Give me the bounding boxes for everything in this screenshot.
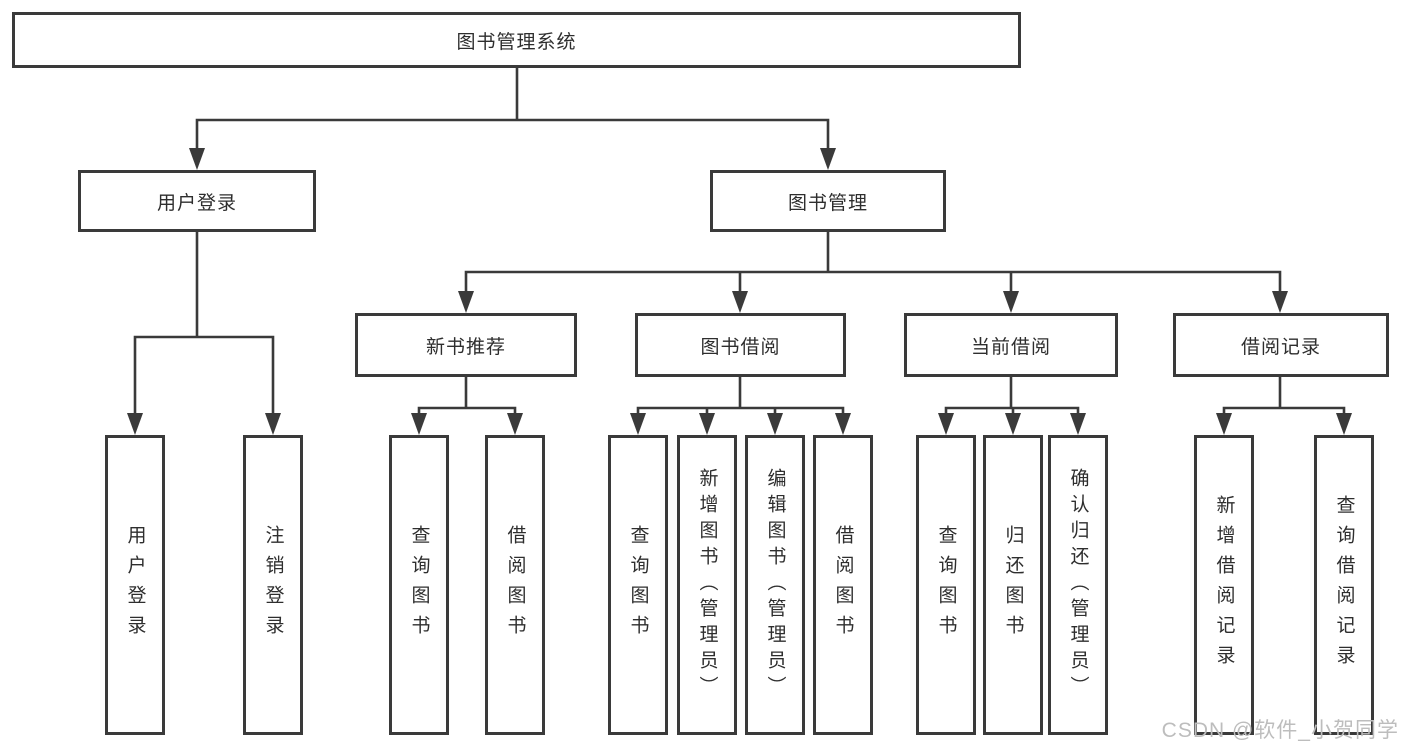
node-library-management-system: 图书管理系统 — [12, 12, 1021, 68]
node-label: 借阅记录 — [1240, 336, 1321, 358]
leaf-label: 查询图书 — [935, 525, 957, 645]
leaf-recommend-query-books: 查询图书 — [389, 435, 449, 735]
leaf-current-query-books: 查询图书 — [916, 435, 976, 735]
leaf-label: 注销登录 — [262, 525, 284, 645]
leaf-add-book-admin: 新增图书（管理员） — [677, 435, 737, 735]
leaf-label: 确认归还（管理员） — [1067, 468, 1089, 702]
leaf-label: 归还图书 — [1002, 525, 1024, 645]
leaf-borrowing-borrow-books: 借阅图书 — [813, 435, 873, 735]
leaf-label: 用户登录 — [124, 525, 146, 645]
leaf-label: 借阅图书 — [504, 525, 526, 645]
leaf-label: 新增借阅记录 — [1213, 495, 1235, 675]
leaf-label: 查询图书 — [627, 525, 649, 645]
leaf-confirm-return-admin: 确认归还（管理员） — [1048, 435, 1108, 735]
leaf-label: 查询图书 — [408, 525, 430, 645]
leaf-label: 查询借阅记录 — [1333, 495, 1355, 675]
leaf-borrowing-query-books: 查询图书 — [608, 435, 668, 735]
leaf-recommend-borrow-books: 借阅图书 — [485, 435, 545, 735]
node-book-borrowing: 图书借阅 — [635, 313, 846, 377]
node-current-borrowing: 当前借阅 — [904, 313, 1118, 377]
node-new-book-recommend: 新书推荐 — [355, 313, 577, 377]
csdn-watermark: CSDN @软件_小贺同学 — [1161, 719, 1399, 742]
node-label: 图书管理 — [787, 192, 868, 214]
leaf-edit-book-admin: 编辑图书（管理员） — [745, 435, 805, 735]
node-user-login: 用户登录 — [78, 170, 316, 232]
leaf-return-books: 归还图书 — [983, 435, 1043, 735]
leaf-logout: 注销登录 — [243, 435, 303, 735]
node-borrowing-records: 借阅记录 — [1173, 313, 1389, 377]
node-label: 用户登录 — [156, 192, 237, 214]
leaf-query-borrow-record: 查询借阅记录 — [1314, 435, 1374, 735]
node-label: 图书借阅 — [700, 336, 781, 358]
leaf-label: 编辑图书（管理员） — [764, 468, 786, 702]
leaf-label: 新增图书（管理员） — [696, 468, 718, 702]
node-label: 新书推荐 — [425, 336, 506, 358]
leaf-user-login: 用户登录 — [105, 435, 165, 735]
leaf-label: 借阅图书 — [832, 525, 854, 645]
node-book-management: 图书管理 — [710, 170, 946, 232]
node-label: 图书管理系统 — [456, 31, 577, 53]
leaf-add-borrow-record: 新增借阅记录 — [1194, 435, 1254, 735]
node-label: 当前借阅 — [970, 336, 1051, 358]
